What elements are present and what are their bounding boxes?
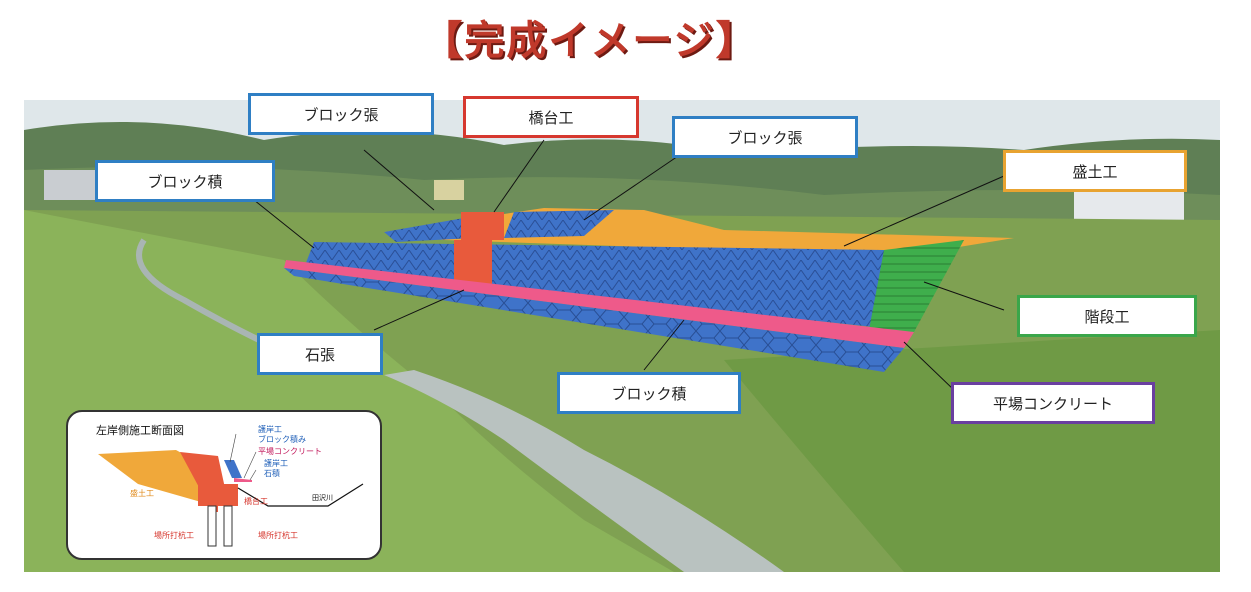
river (384, 370, 784, 572)
inset-kyodai-base (198, 484, 238, 506)
label-block-haru-left: ブロック張 (248, 93, 434, 135)
inset-morido-label: 盛土工 (130, 488, 154, 498)
label-block-tsumi-left: ブロック積 (95, 160, 275, 202)
inset-gogan2-label: 護岸工 (264, 458, 288, 468)
label-kyodai: 橋台工 (463, 96, 639, 138)
inset-block-tsumi-label: ブロック積み (258, 434, 306, 444)
label-block-tsumi-bottom: ブロック積 (557, 372, 741, 414)
inset-gogan (224, 460, 242, 478)
cross-section-inset: 左岸側施工断面図 護岸工 ブロック積み 平場コンクリート 護岸工 石積 盛土工 … (66, 410, 382, 560)
building (44, 170, 104, 200)
inset-pile-right (223, 505, 233, 547)
label-morido: 盛土工 (1003, 150, 1187, 192)
block-tsumi-main (304, 242, 884, 328)
inset-pile-left (207, 505, 217, 547)
inset-title: 左岸側施工断面図 (96, 423, 184, 437)
inset-pile-left-label: 場所打杭工 (154, 530, 194, 540)
inset-ishi-label: 石積 (264, 468, 280, 478)
block-haru-right (504, 210, 614, 238)
cross-section-diagram: 左岸側施工断面図 護岸工 ブロック積み 平場コンクリート 護岸工 石積 盛土工 … (96, 423, 364, 547)
kaidan (869, 240, 964, 332)
ishibari (284, 268, 904, 372)
page-title: 【完成イメージ】 (422, 18, 758, 64)
inset-kyodai-label: 橋台工 (244, 496, 268, 506)
inset-ground (237, 483, 364, 507)
inset-gogan-label: 護岸工 (258, 424, 282, 434)
label-hiraba: 平場コンクリート (951, 382, 1155, 424)
inset-pile-right-label: 場所打杭工 (258, 530, 298, 540)
inset-morido (98, 450, 208, 504)
block-haru-left (384, 218, 474, 242)
inset-river-label: 田沢川 (312, 493, 333, 502)
kyodai (454, 212, 504, 290)
label-kaidan: 階段工 (1017, 295, 1197, 337)
label-ishibari: 石張 (257, 333, 383, 375)
building (434, 180, 464, 200)
label-block-haru-right: ブロック張 (672, 116, 858, 158)
inset-hiraba-label: 平場コンクリート (258, 446, 322, 456)
inset-hiraba (234, 478, 252, 482)
hiraba (284, 260, 914, 348)
